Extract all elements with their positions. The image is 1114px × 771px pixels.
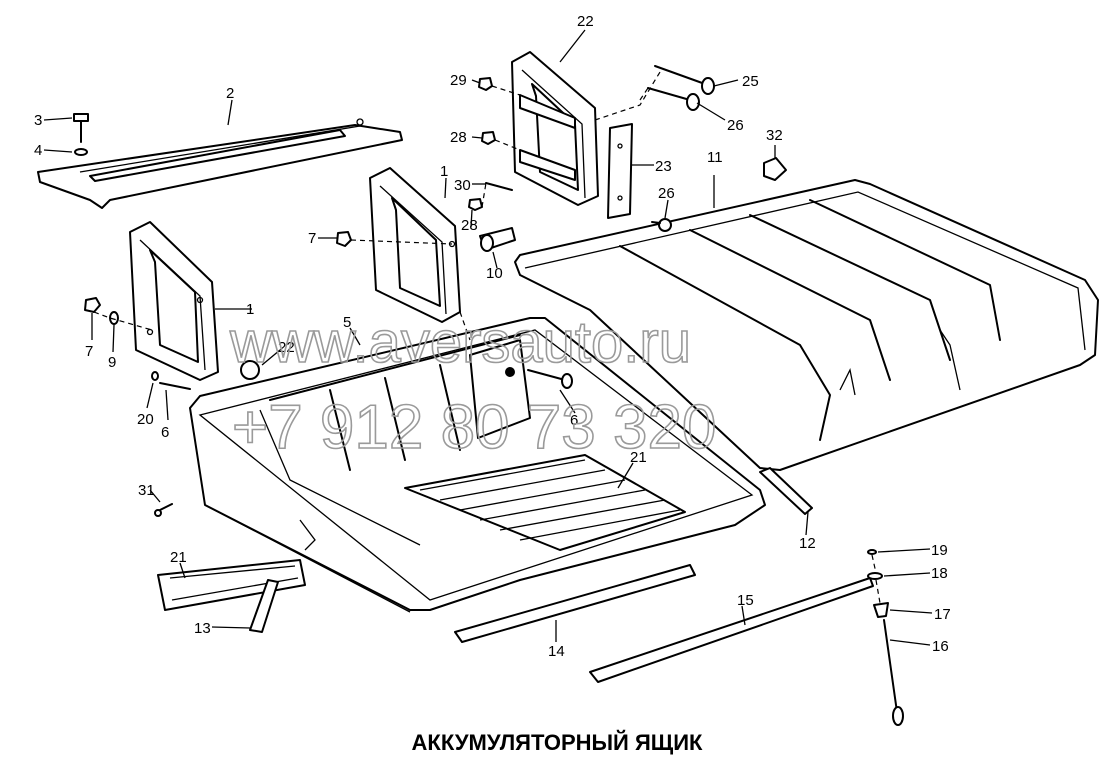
callout-3: 3 [34, 112, 42, 129]
callout-22: 22 [278, 339, 295, 356]
part-1-middle-bracket [369, 167, 461, 323]
part-16-hook-bolt [883, 619, 904, 726]
callout-28a: 28 [450, 129, 467, 146]
part-17-19-nut-washer [867, 549, 889, 618]
callout-7a: 7 [85, 343, 93, 360]
part-2-bracket-plate [37, 118, 403, 209]
diagram-caption: АККУМУЛЯТОРНЫЙ ЯЩИК [411, 730, 703, 755]
callout-5: 5 [343, 314, 351, 331]
part-21-pad [157, 559, 306, 611]
watermark: www.aversauto.ru +7 912 80 73 320 [228, 309, 717, 463]
callout-9: 9 [108, 354, 116, 371]
callout-17: 17 [934, 606, 951, 623]
callout-24: 22 [577, 13, 594, 30]
watermark-site: www.aversauto.ru [229, 310, 691, 375]
callout-2: 2 [226, 85, 234, 102]
callout-10: 10 [486, 265, 503, 282]
callout-26a: 25 [742, 73, 759, 90]
callout-6b: 6 [570, 412, 578, 429]
leader-lines [43, 29, 933, 646]
callout-28b: 28 [461, 217, 478, 234]
callout-1a: 1 [246, 301, 254, 318]
callout-29: 29 [450, 72, 467, 89]
part-1-left-bracket [129, 221, 219, 381]
callout-32: 32 [766, 127, 783, 144]
callout-19: 19 [931, 542, 948, 559]
part-25-plate [607, 123, 633, 219]
callout-13: 13 [194, 620, 211, 637]
part-10-bolt [479, 227, 516, 252]
callout-labels: 2 3 4 22 29 28 30 25 26 32 11 23 26 28 1… [34, 13, 951, 660]
part-26-bolts [647, 65, 715, 111]
part-13-handle [249, 579, 279, 633]
part-3-bolt [73, 113, 89, 156]
callout-4: 4 [34, 142, 42, 159]
callout-21: 21 [170, 549, 187, 566]
callout-11: 11 [707, 149, 723, 166]
part-24-bracket [511, 51, 599, 206]
callout-23: 21 [630, 449, 647, 466]
part-14-strip [454, 564, 696, 643]
small-fasteners [84, 77, 787, 517]
callout-18: 18 [931, 565, 948, 582]
part-12-strip [759, 467, 813, 515]
callout-26b: 26 [727, 117, 744, 134]
assembly-lines [93, 71, 881, 604]
callout-30: 30 [454, 177, 471, 194]
part-15-rod [589, 577, 874, 683]
callout-25: 23 [655, 158, 672, 175]
callout-12: 12 [799, 535, 816, 552]
part-11-battery-cover [514, 179, 1099, 471]
callout-14: 14 [548, 643, 565, 660]
callout-15: 15 [737, 592, 754, 609]
callout-31: 31 [138, 482, 155, 499]
callout-20: 20 [137, 411, 154, 428]
callout-16: 16 [932, 638, 949, 655]
callout-7b: 7 [308, 230, 316, 247]
callout-6a: 6 [161, 424, 169, 441]
part-5-battery-tray [189, 317, 766, 613]
callout-1b: 1 [440, 163, 448, 180]
callout-27: 26 [658, 185, 675, 202]
watermark-phone: +7 912 80 73 320 [232, 393, 716, 462]
